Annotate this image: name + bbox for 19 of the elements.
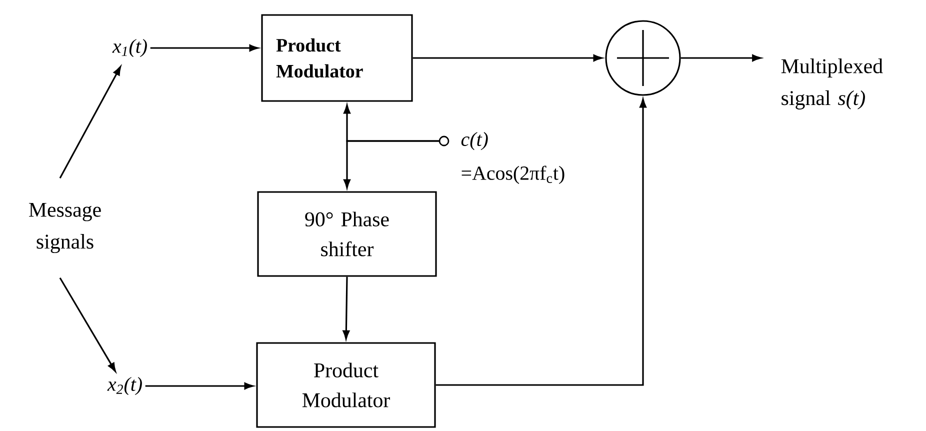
arrow [436,98,646,386]
arrow [145,382,254,390]
modulator-box: Product Modulator [261,14,413,102]
phase-shifter-box: 90° Phase shifter [257,191,437,277]
output-label: Multiplexed signal s(t) [781,58,883,110]
arrow [412,54,602,62]
arrow [150,44,258,52]
carrier-label: c(t) =Acos(2πf$_{c}$t) [461,132,564,184]
arrow [344,140,440,188]
signal-label: x$_{1}$(t) [112,38,147,58]
arrow [59,277,116,372]
modulator-box: Product Modulator [256,342,436,428]
arrow [342,276,350,340]
arrow [344,104,450,146]
arrow [59,66,122,179]
adder-circle [605,20,681,96]
message-label: Message signals [29,202,101,254]
arrow [680,54,762,62]
signal-label: x$_{2}$(t) [107,376,142,396]
